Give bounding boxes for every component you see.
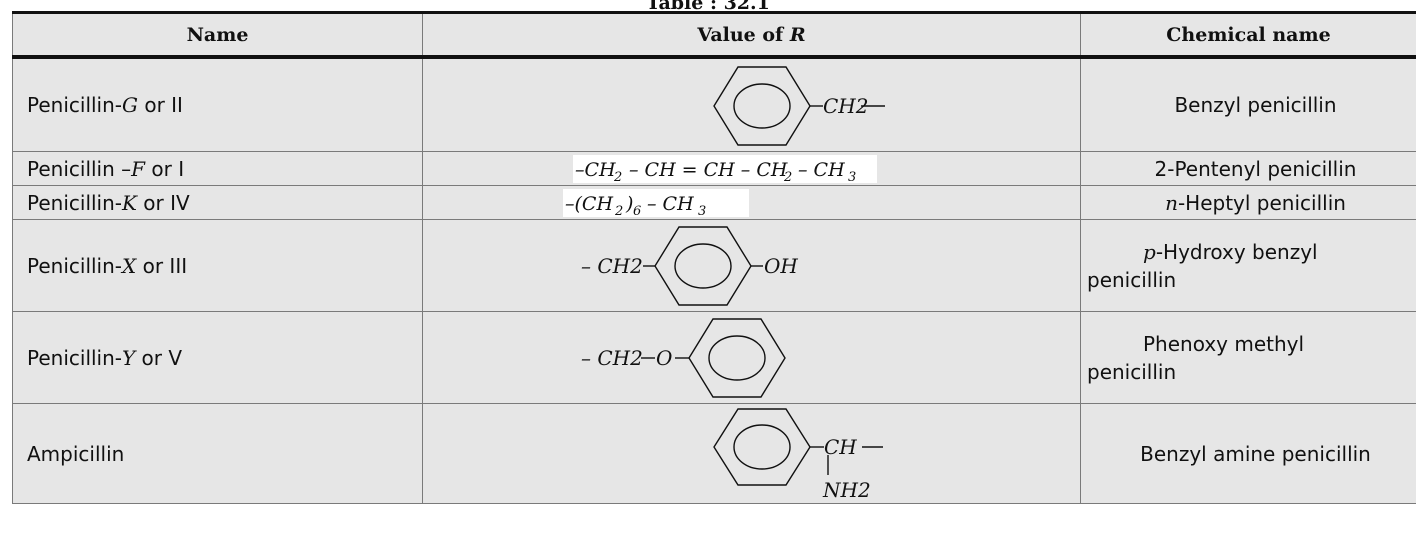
cell-r-value: CH NH2 xyxy=(422,403,1081,504)
table-row: Ampicillin CH NH2 Benzyl amine penicilli… xyxy=(12,403,1416,504)
penicillin-table: Name Value of R Chemical name Penicillin… xyxy=(12,11,1416,504)
svg-text:): ) xyxy=(625,193,633,215)
hydroxybenzyl-structure: – CH2 OH xyxy=(581,225,798,306)
svg-text:3: 3 xyxy=(848,170,856,185)
table-row: Penicillin-K or IV –(CH 2 ) 6 – CH 3 n-H… xyxy=(12,185,1416,220)
svg-text:–(CH: –(CH xyxy=(565,193,613,215)
r-label-o: O xyxy=(656,346,672,370)
heptyl-formula: –(CH 2 ) 6 – CH 3 xyxy=(563,188,749,219)
cell-chemical-name: 2-Pentenyl penicillin xyxy=(1080,151,1416,186)
header-value: Value of R xyxy=(422,11,1081,59)
header-chemical-name: Chemical name xyxy=(1080,11,1416,59)
cell-r-value: –(CH 2 ) 6 – CH 3 xyxy=(422,185,1081,220)
svg-text:2: 2 xyxy=(614,204,623,219)
r-label-nh2: NH2 xyxy=(822,478,871,502)
cell-chemical-name: Benzyl penicillin xyxy=(1080,56,1416,152)
cell-chemical-name: n-Heptyl penicillin xyxy=(1080,185,1416,220)
svg-text:– CH: – CH xyxy=(798,159,845,181)
table-row: Penicillin –F or I –CH 2 – CH = CH – CH … xyxy=(12,151,1416,186)
r-label-oh: OH xyxy=(764,254,798,278)
header-row: Name Value of R Chemical name xyxy=(12,11,1416,59)
table-row: Penicillin-G or II CH2 Benzyl penicillin xyxy=(12,56,1416,152)
svg-text:6: 6 xyxy=(633,204,641,219)
r-label-ch2: CH2 xyxy=(823,94,868,118)
svg-text:– CH = CH – CH: – CH = CH – CH xyxy=(629,159,788,181)
svg-text:3: 3 xyxy=(698,204,706,219)
cell-chemical-name: Phenoxy methyl penicillin xyxy=(1080,311,1416,404)
cell-name: Penicillin-Y or V xyxy=(12,311,423,404)
r-label-ch: CH xyxy=(824,435,857,459)
table-caption: Table : 32.1 xyxy=(646,0,770,14)
phenoxymethyl-structure: – CH2 O xyxy=(581,317,786,398)
benzyl-structure: CH2 xyxy=(713,66,885,146)
ampicillin-structure: CH NH2 xyxy=(713,407,883,502)
r-label-ch2: – CH2 xyxy=(581,254,643,278)
cell-r-value: – CH2 OH xyxy=(422,219,1081,312)
cell-r-value: – CH2 O xyxy=(422,311,1081,404)
svg-text:2: 2 xyxy=(613,170,622,185)
cell-name: Ampicillin xyxy=(12,403,423,504)
header-name: Name xyxy=(12,11,423,59)
table-row: Penicillin-X or III – CH2 OH p-Hydroxy b… xyxy=(12,219,1416,312)
cell-name: Penicillin-X or III xyxy=(12,219,423,312)
cell-r-value: –CH 2 – CH = CH – CH 2 – CH 3 xyxy=(422,151,1081,186)
svg-text:2: 2 xyxy=(783,170,792,185)
pentenyl-formula: –CH 2 – CH = CH – CH 2 – CH 3 xyxy=(573,154,877,185)
cell-name: Penicillin –F or I xyxy=(12,151,423,186)
cell-chemical-name: Benzyl amine penicillin xyxy=(1080,403,1416,504)
cell-name: Penicillin-G or II xyxy=(12,56,423,152)
cell-chemical-name: p-Hydroxy benzyl penicillin xyxy=(1080,219,1416,312)
table-row: Penicillin-Y or V – CH2 O Phenoxy methyl… xyxy=(12,311,1416,404)
svg-text:– CH: – CH xyxy=(647,193,694,215)
r-label-ch2: – CH2 xyxy=(581,346,643,370)
cell-r-value: CH2 xyxy=(422,56,1081,152)
cell-name: Penicillin-K or IV xyxy=(12,185,423,220)
svg-text:–CH: –CH xyxy=(575,159,616,181)
